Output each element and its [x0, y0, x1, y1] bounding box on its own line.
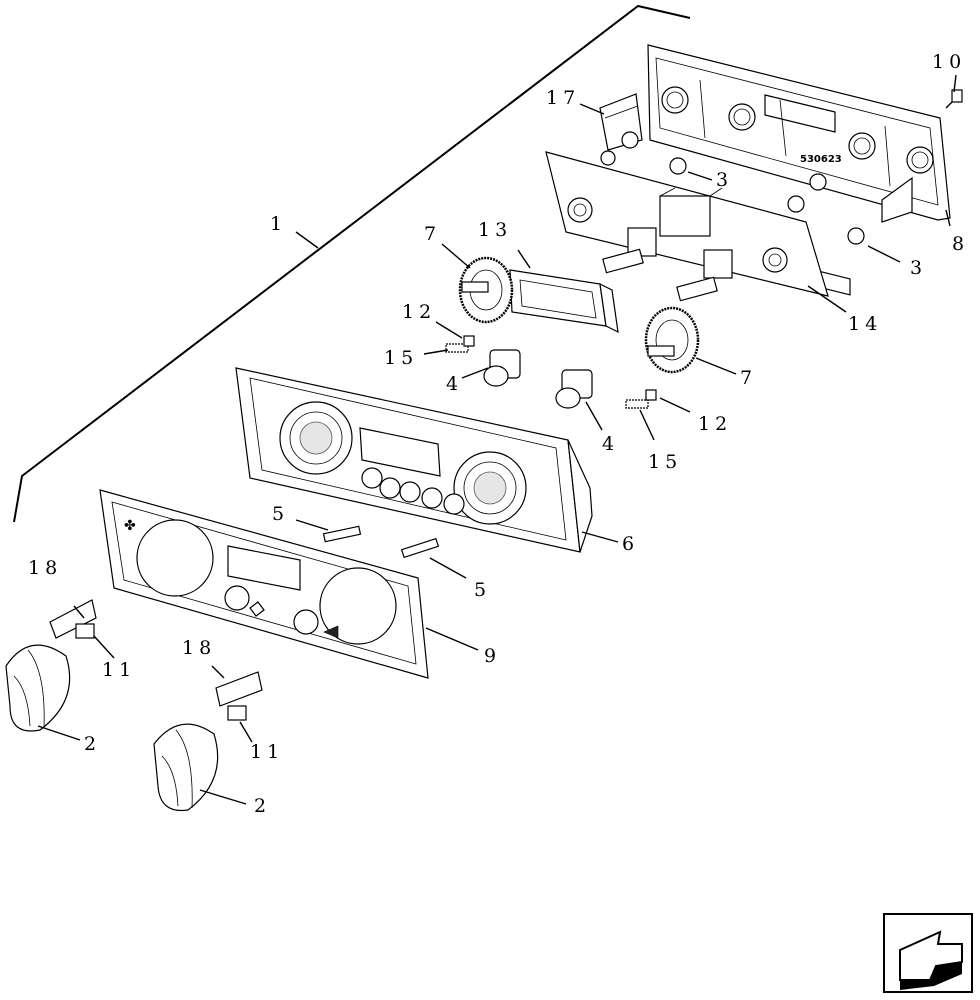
callout-8: 8: [952, 233, 969, 255]
callout-12b: 12: [698, 413, 732, 435]
next-page-button[interactable]: [883, 913, 973, 993]
knob-clip-parts: [49, 599, 263, 721]
callout-2a: 2: [84, 733, 101, 755]
callout-17: 17: [546, 87, 580, 109]
callout-15b: 15: [648, 451, 682, 473]
callout-12a: 12: [402, 301, 436, 323]
lcd-display-part: [509, 269, 619, 334]
next-page-arrow-icon: [899, 930, 963, 990]
callout-2b: 2: [254, 795, 271, 817]
led-pin-parts: [600, 131, 865, 245]
callout-18a: 18: [28, 557, 62, 579]
push-button-parts: [483, 349, 593, 409]
callout-10: 10: [932, 51, 966, 73]
assembly-bracket-line: [13, 4, 691, 523]
callout-labels: 1 2 2 3 3 4 4 5 5 6 7 7 8 9 10 11 11 12 …: [28, 51, 969, 817]
callout-7a: 7: [424, 223, 441, 245]
callout-3b: 3: [910, 257, 927, 279]
callout-4a: 4: [446, 373, 463, 395]
callout-18b: 18: [182, 637, 216, 659]
callout-11a: 11: [102, 659, 136, 681]
faceplate-part: ✤: [99, 489, 429, 679]
callout-13: 13: [478, 219, 512, 241]
callout-7b: 7: [740, 367, 757, 389]
rear-housing-part: 530623: [647, 44, 951, 296]
callout-6: 6: [622, 533, 639, 555]
gear-wheel-right: [644, 306, 700, 374]
circuit-board-part: [545, 151, 829, 302]
callout-9: 9: [484, 645, 501, 667]
callout-5b: 5: [474, 579, 491, 601]
callout-11b: 11: [250, 741, 284, 763]
fan-icon: ✤: [124, 518, 136, 534]
callout-1: 1: [270, 213, 287, 235]
screw-part: [945, 89, 963, 109]
callout-4b: 4: [602, 433, 619, 455]
callout-3a: 3: [716, 169, 733, 191]
spring-and-pin-parts: [445, 335, 657, 409]
heat-icon: [323, 625, 339, 639]
front-frame-part: [235, 367, 593, 553]
knob-parts: [5, 644, 219, 812]
callout-15a: 15: [384, 347, 418, 369]
callout-5a: 5: [272, 503, 289, 525]
shaft-parts: [322, 525, 440, 559]
callout-14: 14: [848, 313, 882, 335]
housing-code-text: 530623: [800, 154, 842, 165]
leader-lines: [37, 74, 957, 805]
gear-wheel-left: [458, 256, 514, 324]
